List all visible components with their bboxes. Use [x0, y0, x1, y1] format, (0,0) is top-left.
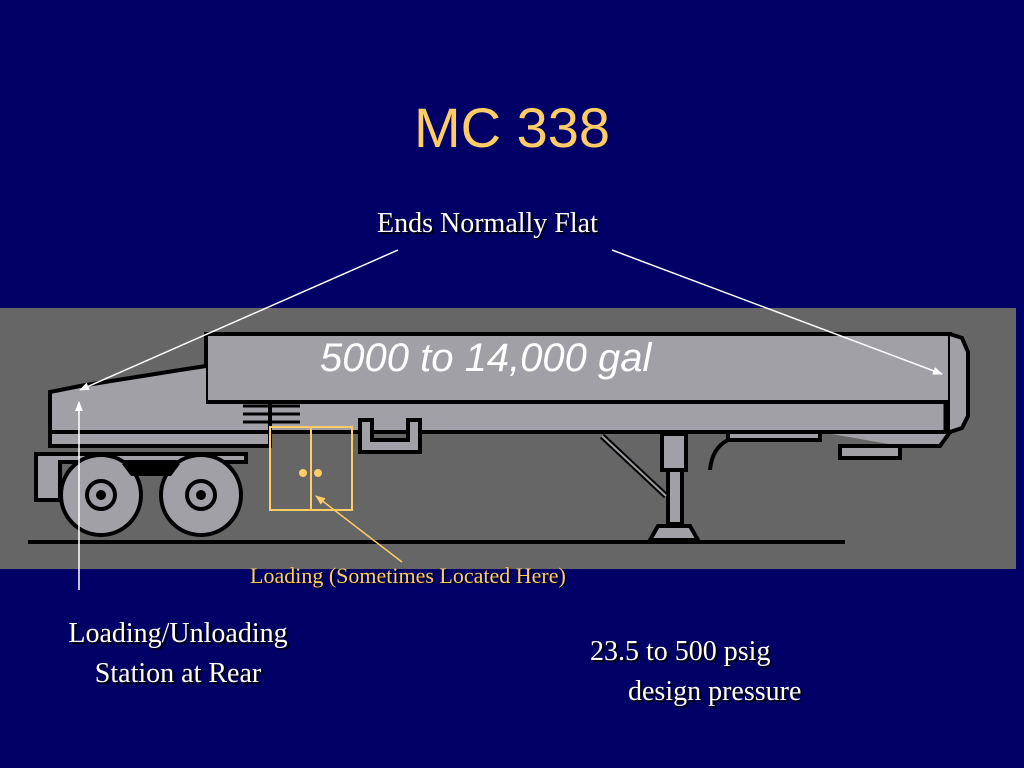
arrow-loading-mid [315, 495, 403, 563]
rear-station-label: Loading/Unloading Station at Rear [44, 614, 312, 694]
arrow-ends-rear [79, 249, 399, 391]
tank-underbody [243, 404, 954, 471]
capacity-label: 5000 to 14,000 gal [320, 336, 652, 380]
pressure-line1: 23.5 to 500 psig [590, 636, 771, 667]
pressure-line2: design pressure [628, 676, 802, 707]
slide-title: MC 338 [413, 96, 611, 159]
landing-gear [599, 432, 702, 542]
ends-normally-flat-label: Ends Normally Flat [377, 208, 598, 239]
loading-sometimes-here-label: Loading (Sometimes Located Here) [250, 563, 566, 588]
arrow-ends-front [611, 249, 943, 375]
tank-body [34, 332, 970, 502]
rear-wheels [59, 453, 243, 537]
rear-station-line1: Loading/Unloading [68, 618, 288, 649]
mid-loading-cabinet [269, 426, 353, 511]
rear-station-line2: Station at Rear [94, 658, 262, 689]
design-pressure-label: 23.5 to 500 psig design pressure [590, 632, 801, 712]
